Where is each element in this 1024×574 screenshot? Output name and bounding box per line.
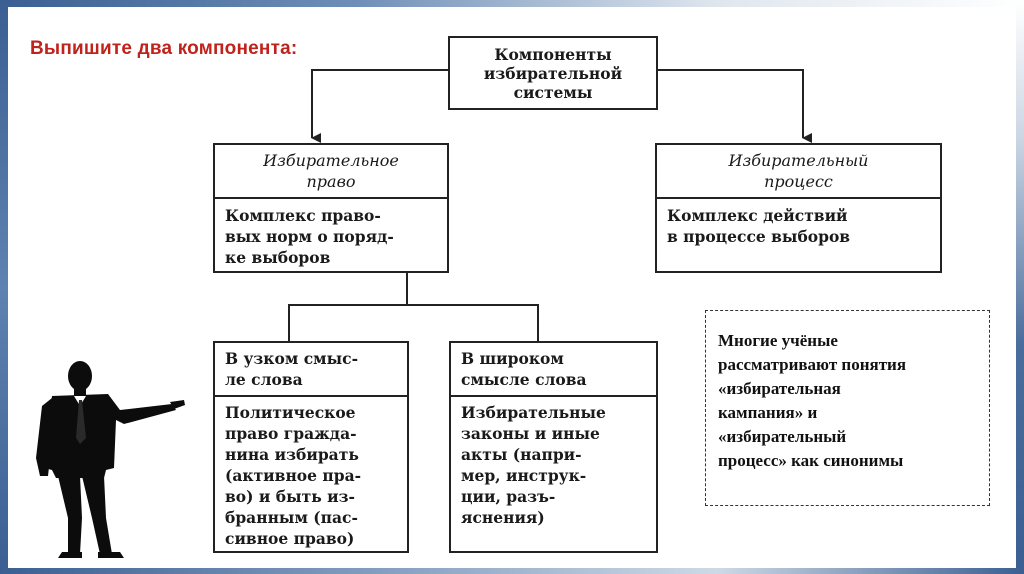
title-line: В широком bbox=[461, 349, 564, 368]
note-line: кампания» и bbox=[718, 403, 818, 422]
electoral-law-title: Избирательное право bbox=[215, 145, 447, 199]
narrow-sense-title: В узком смыс- ле слова bbox=[215, 343, 407, 397]
body-line: бранным (пас- bbox=[225, 508, 358, 527]
slide-frame-left bbox=[0, 0, 8, 574]
electoral-process-box: Избирательный процесс Комплекс действий … bbox=[655, 143, 942, 273]
title-line: Избирательный bbox=[728, 151, 869, 170]
electoral-law-box: Избирательное право Комплекс право- вых … bbox=[213, 143, 449, 273]
synonyms-note: Многие учёные рассматривают понятия «изб… bbox=[705, 310, 990, 506]
slide-frame-bottom bbox=[0, 568, 1024, 574]
title-line: В узком смыс- bbox=[225, 349, 359, 368]
root-box: Компоненты избирательной системы bbox=[448, 36, 658, 110]
body-line: яснения) bbox=[461, 508, 545, 527]
note-line: процесс» как синонимы bbox=[718, 451, 904, 470]
slide-frame-right bbox=[1016, 0, 1024, 574]
body-line: (активное пра- bbox=[225, 466, 362, 485]
electoral-process-body: Комплекс действий в процессе выборов bbox=[657, 199, 940, 247]
slide-instruction: Выпишите два компонента: bbox=[30, 38, 298, 59]
body-line: сивное право) bbox=[225, 529, 355, 548]
wide-sense-body: Избирательные законы и иные акты (напри-… bbox=[451, 397, 656, 528]
body-line: ции, разъ- bbox=[461, 487, 556, 506]
root-title-line: системы bbox=[513, 83, 593, 102]
body-line: мер, инструк- bbox=[461, 466, 587, 485]
body-line: право гражда- bbox=[225, 424, 357, 443]
body-line: вых норм о поряд- bbox=[225, 227, 394, 246]
note-line: «избирательный bbox=[718, 427, 847, 446]
body-line: Политическое bbox=[225, 403, 356, 422]
title-line: процесс bbox=[764, 172, 833, 191]
body-line: законы и иные bbox=[461, 424, 600, 443]
wide-sense-title: В широком смысле слова bbox=[451, 343, 656, 397]
narrow-sense-box: В узком смыс- ле слова Политическое прав… bbox=[213, 341, 409, 553]
title-line: смысле слова bbox=[461, 370, 587, 389]
businessman-pointing-icon bbox=[36, 361, 185, 558]
slide-frame-top bbox=[0, 0, 1024, 7]
note-line: Многие учёные bbox=[718, 331, 838, 350]
title-line: ле слова bbox=[225, 370, 303, 389]
note-line: рассматривают понятия bbox=[718, 355, 907, 374]
body-line: в процессе выборов bbox=[667, 227, 851, 246]
root-title-line: избирательной bbox=[483, 64, 623, 83]
body-line: Избирательные bbox=[461, 403, 606, 422]
note-line: «избирательная bbox=[718, 379, 841, 398]
electoral-law-body: Комплекс право- вых норм о поряд- ке выб… bbox=[215, 199, 447, 268]
body-line: ке выборов bbox=[225, 248, 331, 267]
wide-sense-box: В широком смысле слова Избирательные зак… bbox=[449, 341, 658, 553]
connector-split bbox=[288, 304, 539, 341]
root-title-line: Компоненты bbox=[494, 45, 612, 64]
body-line: Комплекс действий bbox=[667, 206, 848, 225]
body-line: Комплекс право- bbox=[225, 206, 381, 225]
narrow-sense-body: Политическое право гражда- нина избирать… bbox=[215, 397, 407, 549]
connector-root-left bbox=[311, 69, 448, 143]
body-line: акты (напри- bbox=[461, 445, 582, 464]
title-line: Избирательное bbox=[263, 151, 399, 170]
title-line: право bbox=[306, 172, 356, 191]
electoral-process-title: Избирательный процесс bbox=[657, 145, 940, 199]
body-line: во) и быть из- bbox=[225, 487, 355, 506]
root-title: Компоненты избирательной системы bbox=[450, 38, 656, 102]
connector-root-right bbox=[658, 69, 812, 143]
body-line: нина избирать bbox=[225, 445, 359, 464]
